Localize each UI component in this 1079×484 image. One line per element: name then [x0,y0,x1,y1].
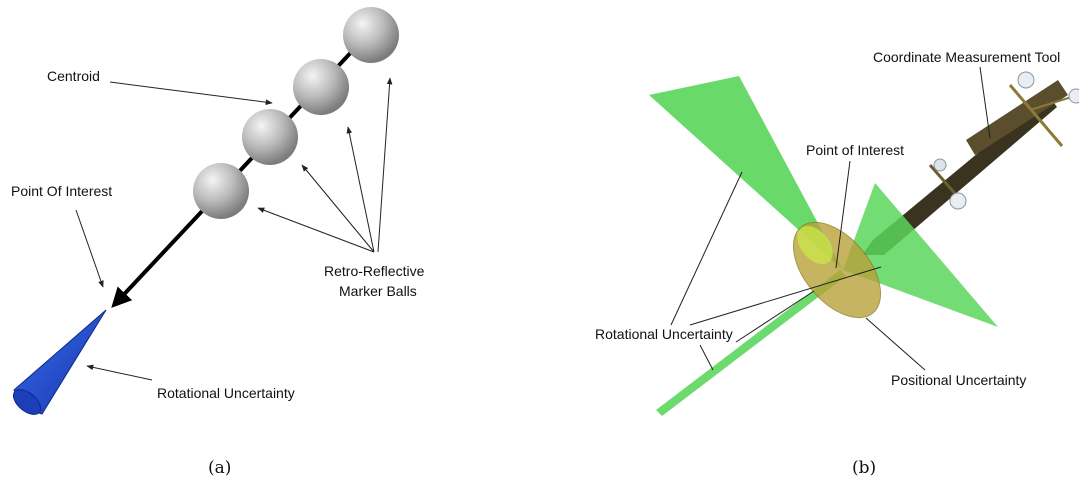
rotational-uncertainty-label-b: Rotational Uncertainty [595,326,733,342]
marker-ball-2 [293,59,349,115]
marker-ball-4 [193,163,249,219]
tool-label: Coordinate Measurement Tool [873,49,1060,65]
positional-uncertainty-label: Positional Uncertainty [891,372,1026,388]
caption-b: (b) [852,458,876,478]
panel-a: Centroid Point Of Interest Retro-Reflect… [11,7,425,478]
panel-b: Coordinate Measurement Tool Point of Int… [595,49,1079,478]
marker-balls-label-line1: Retro-Reflective [324,263,425,279]
marker-balls-label-line2: Marker Balls [339,283,417,299]
point-of-interest-pointer [75,209,104,288]
caption-a: (a) [208,458,231,478]
rotational-uncertainty-wedge-right [843,183,998,327]
rotational-uncertainty-label: Rotational Uncertainty [157,385,295,401]
tool-pointer [979,66,991,139]
rotational-uncertainty-wedge-upper [649,76,843,270]
marker-ball-3 [242,109,298,165]
rotational-uncertainty-pointers-b [670,171,882,371]
marker-balls-pointers [257,77,393,253]
rotational-uncertainty-beam [656,270,846,416]
point-of-interest-label: Point Of Interest [11,183,112,199]
positional-uncertainty-highlight [797,225,833,265]
positional-uncertainty-pointer [865,317,926,371]
point-of-interest-pointer-b [835,160,851,269]
centroid-pointer [109,81,273,105]
point-of-interest-label-b: Point of Interest [806,142,904,158]
coordinate-measurement-tool [862,71,1079,255]
centroid-label: Centroid [47,68,100,84]
marker-ball-1 [343,7,399,63]
rotational-uncertainty-pointer [86,364,153,381]
rotational-uncertainty-cone [12,309,107,415]
